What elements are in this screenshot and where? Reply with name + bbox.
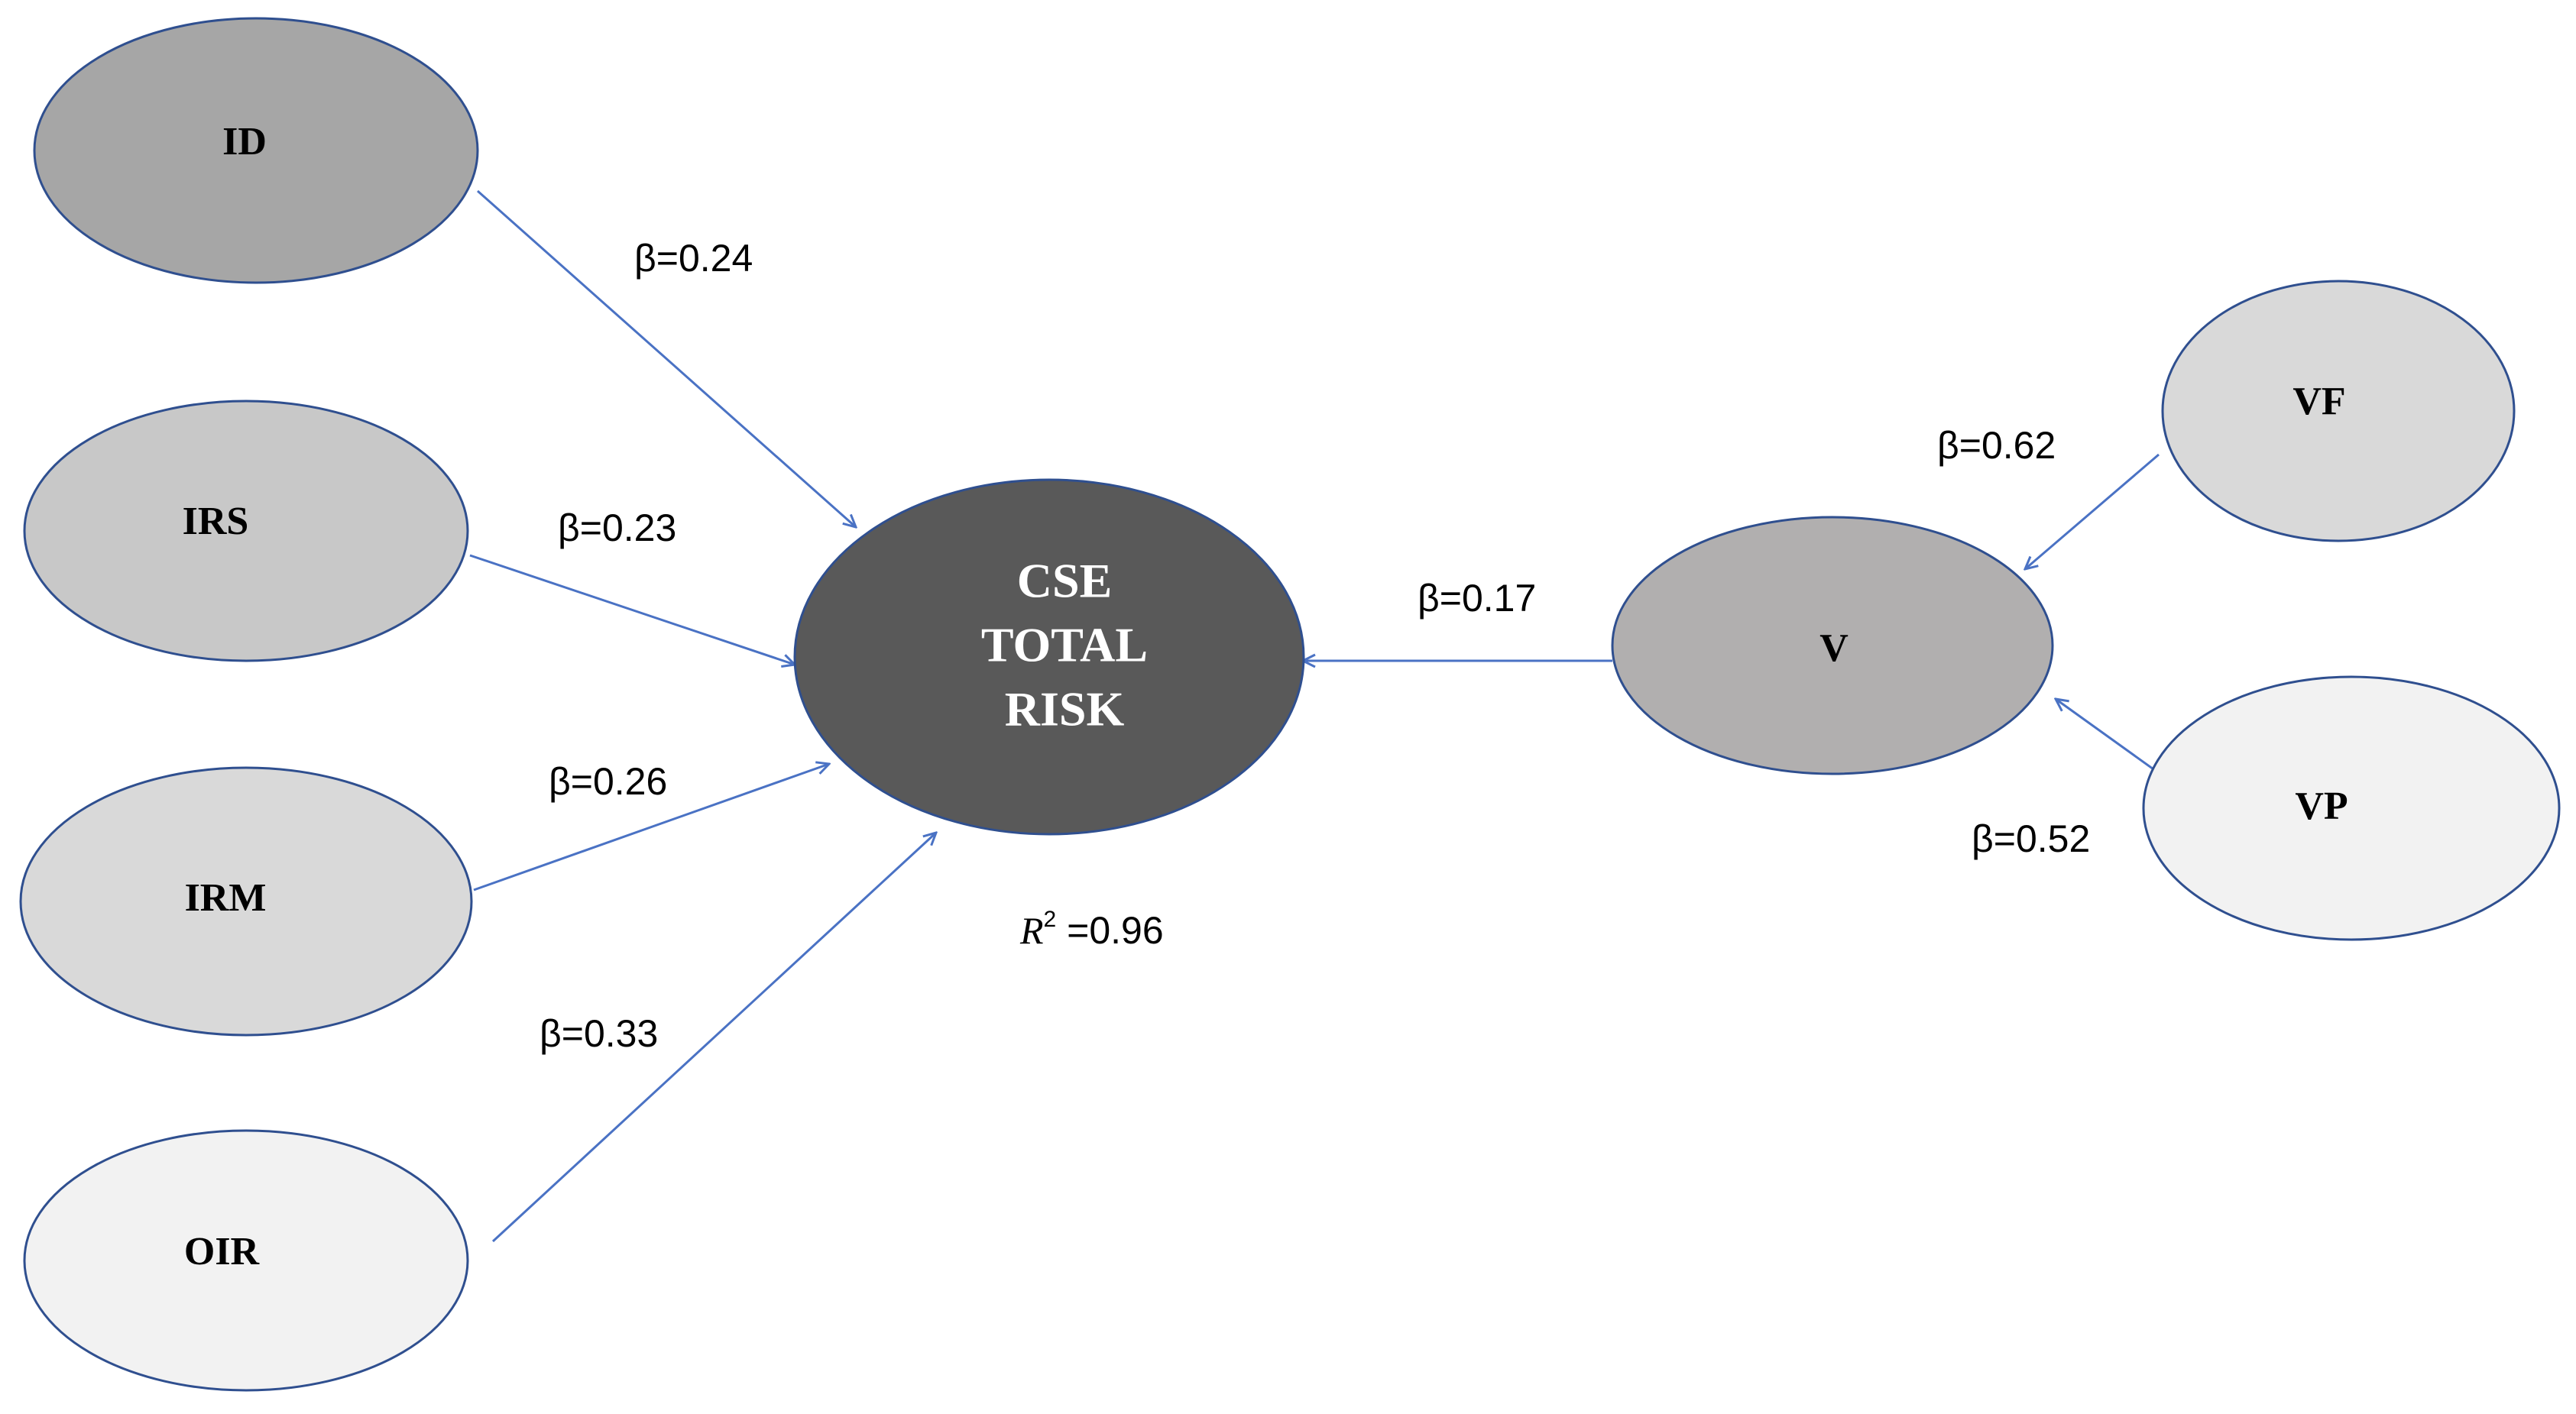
edge-id-to-cse (477, 189, 856, 527)
node-vf: VF (2161, 280, 2516, 542)
edge-irm-to-cse (473, 764, 829, 891)
beta-label-v-cse: β=0.17 (1418, 577, 1536, 620)
node-oir-shape (23, 1129, 469, 1392)
node-v-label: V (1819, 626, 1849, 670)
node-oir-label: OIR (184, 1230, 261, 1273)
beta-label-irm-cse: β=0.26 (549, 760, 667, 803)
node-id: ID (33, 17, 479, 284)
node-cse-label-line3: RISK (1005, 682, 1125, 736)
node-vp: VP (2142, 675, 2561, 941)
node-v: V (1611, 516, 2054, 775)
r-squared-value: =0.96 (1056, 909, 1163, 952)
beta-label-id-cse: β=0.24 (634, 237, 753, 280)
node-id-shape (33, 17, 479, 284)
node-vp-shape (2142, 675, 2561, 941)
beta-label-irs-cse: β=0.23 (558, 506, 676, 549)
node-cse-label-line2: TOTAL (981, 618, 1148, 672)
beta-label-oir-cse: β=0.33 (540, 1012, 658, 1055)
node-irs: IRS (23, 400, 469, 662)
node-vf-shape (2161, 280, 2516, 542)
edge-irs-to-cse (469, 554, 795, 665)
r-squared-symbol: R (1019, 909, 1044, 952)
node-id-label: ID (222, 120, 267, 163)
edge-vf-to-v (2025, 453, 2160, 569)
node-cse-label-line1: CSE (1017, 554, 1113, 608)
node-vf-label: VF (2292, 380, 2345, 423)
beta-label-vf-v: β=0.62 (1937, 424, 2056, 467)
r-squared-label: R2 =0.96 (1019, 907, 1164, 952)
node-vp-label: VP (2295, 785, 2348, 828)
node-v-shape (1611, 516, 2054, 775)
node-irm-shape (19, 766, 473, 1037)
node-cse-shape (793, 478, 1305, 836)
node-cse-total-risk: CSE TOTAL RISK (793, 478, 1305, 836)
node-irs-shape (23, 400, 469, 662)
edge-oir-to-cse (491, 833, 936, 1243)
node-irm: IRM (19, 766, 473, 1037)
node-irm-label: IRM (185, 876, 267, 920)
node-oir: OIR (23, 1129, 469, 1392)
beta-label-vp-v: β=0.52 (1972, 817, 2090, 860)
r-squared-superscript: 2 (1044, 907, 1057, 932)
node-irs-label: IRS (183, 500, 249, 543)
